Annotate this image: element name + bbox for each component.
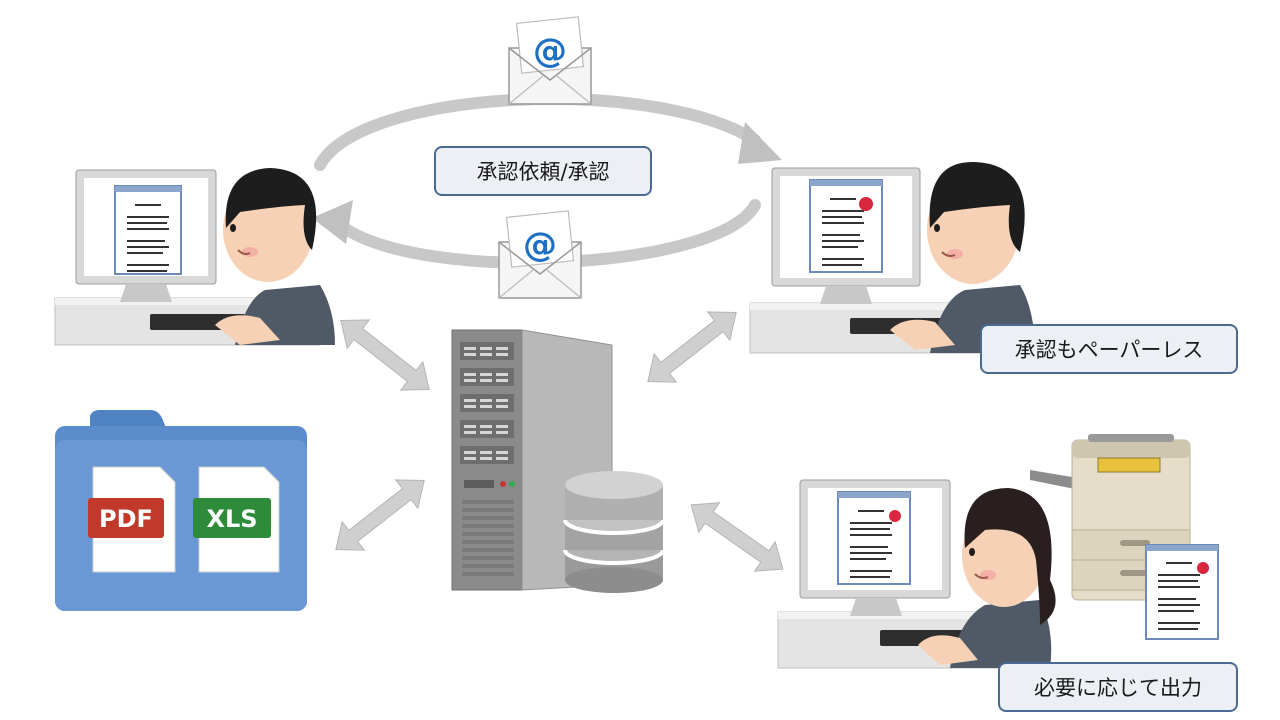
approval-stamp-icon xyxy=(889,510,901,522)
shared-folder: PDF XLS xyxy=(55,410,307,611)
server-status-led xyxy=(500,481,506,487)
user-male-left xyxy=(215,168,335,345)
email-envelope-top: @ xyxy=(508,16,592,105)
pdf-badge-label: PDF xyxy=(99,505,153,533)
workstation-bottom-right xyxy=(777,479,1056,669)
approval-stamp-icon xyxy=(859,197,873,211)
user-male-right xyxy=(890,161,1035,353)
email-at-icon: @ xyxy=(523,225,557,265)
workstation-top-left xyxy=(54,168,335,346)
email-envelope-bottom: @ xyxy=(498,210,582,299)
connection-arrows xyxy=(335,311,784,572)
xls-badge-label: XLS xyxy=(206,505,257,533)
server-power-led xyxy=(509,481,515,487)
paperless-approval-label: 承認もペーパーレス xyxy=(980,324,1238,374)
arrow-server-to-user-right xyxy=(647,311,737,383)
arrow-server-to-folder xyxy=(335,479,425,551)
document-on-screen xyxy=(114,185,182,275)
email-at-icon: @ xyxy=(533,31,567,71)
cycle-arrowhead-left xyxy=(312,200,353,244)
printed-document xyxy=(1145,544,1219,640)
workstation-top-right xyxy=(749,161,1035,354)
arrow-server-to-user-left xyxy=(340,319,430,391)
document-on-screen xyxy=(837,491,911,585)
approval-request-label: 承認依頼/承認 xyxy=(434,146,652,196)
approval-stamp-icon xyxy=(1197,562,1209,574)
cycle-arrowhead-right xyxy=(738,122,782,164)
user-female xyxy=(918,488,1056,668)
pdf-file-icon: PDF xyxy=(88,466,176,573)
arrow-database-to-user-bottom xyxy=(690,502,784,572)
xls-file-icon: XLS xyxy=(193,466,280,573)
print-on-demand-label: 必要に応じて出力 xyxy=(998,662,1238,712)
database-icon xyxy=(563,471,665,593)
printer-control-panel xyxy=(1097,457,1161,473)
document-on-screen xyxy=(809,179,883,273)
